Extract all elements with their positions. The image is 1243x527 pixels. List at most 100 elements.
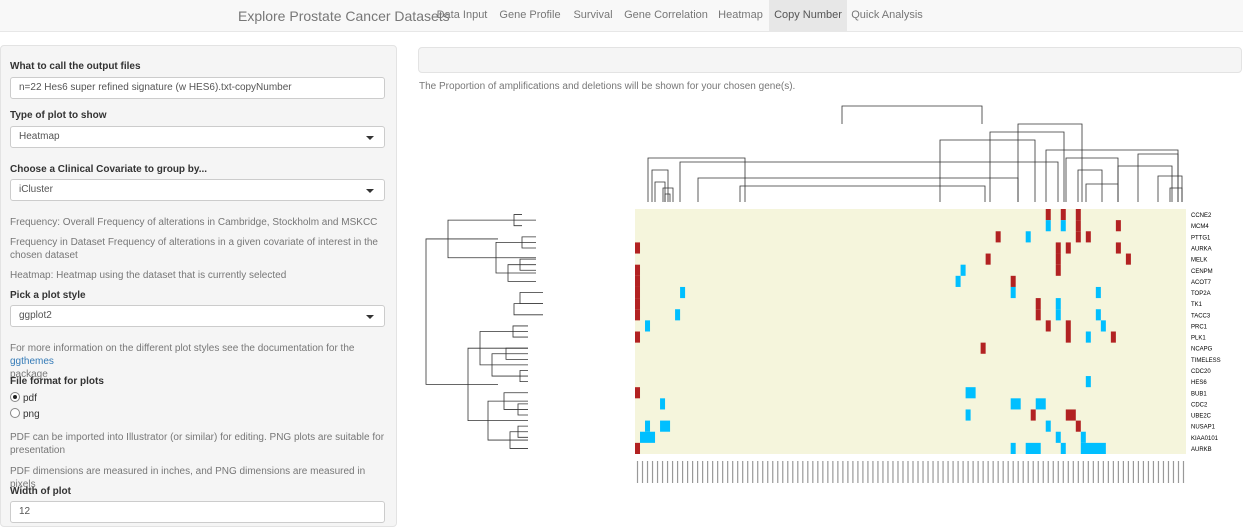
- deletion-cell: [955, 275, 961, 287]
- plot-description: The Proportion of amplifications and del…: [419, 81, 796, 92]
- amplification-cell: [1085, 231, 1091, 243]
- amplification-cell: [1045, 209, 1051, 221]
- deletion-cell: [1060, 220, 1066, 232]
- tab-survival[interactable]: Survival: [573, 9, 613, 21]
- gene-label: PRC1: [1191, 324, 1208, 330]
- column-dendrogram-root: [841, 105, 983, 124]
- deletion-cell: [1085, 376, 1091, 388]
- file-format-label: File format for plots: [10, 376, 104, 387]
- tab-gene-correlation[interactable]: Gene Correlation: [624, 9, 708, 21]
- heatmap-background: [635, 209, 1186, 454]
- gene-label: KIAA0101: [1191, 436, 1219, 442]
- amplification-cell: [635, 286, 641, 299]
- plot-width-label: Width of plot: [10, 486, 71, 497]
- deletion-cell: [1095, 286, 1101, 299]
- deletion-cell: [640, 431, 656, 443]
- covariate-select[interactable]: iCluster: [10, 179, 385, 201]
- gene-label: PTTG1: [1191, 235, 1211, 241]
- column-dendrogram-branch: [697, 177, 1019, 202]
- column-dendrogram-branch: [651, 169, 669, 202]
- plot-style-value: ggplot2: [19, 310, 52, 321]
- amplification-cell: [995, 231, 1001, 243]
- deletion-cell: [1055, 309, 1061, 321]
- amplification-cell: [1010, 275, 1016, 287]
- app-brand[interactable]: Explore Prostate Cancer Datasets: [238, 8, 450, 24]
- amplification-cell: [1065, 242, 1071, 254]
- tab-copy-number[interactable]: Copy Number: [769, 0, 847, 31]
- deletion-cell: [1100, 320, 1106, 332]
- gene-label: CDC20: [1191, 369, 1211, 375]
- plot-type-label: Type of plot to show: [10, 110, 107, 121]
- copy-number-heatmap: CCNE2MCM4PTTG1AURKAMELKCENPMACOT7TOP2ATK…: [425, 105, 1221, 483]
- gene-label: AURKB: [1191, 447, 1212, 453]
- gene-label: UBE2C: [1191, 414, 1212, 420]
- radio-icon[interactable]: [10, 408, 20, 418]
- deletion-cell: [1080, 442, 1106, 454]
- help-heatmap: Heatmap: Heatmap using the dataset that …: [10, 270, 287, 281]
- gene-label: MELK: [1191, 258, 1207, 264]
- amplification-cell: [1075, 420, 1081, 432]
- plot-type-select[interactable]: Heatmap: [10, 126, 385, 148]
- amplification-cell: [1115, 242, 1121, 254]
- deletion-cell: [1010, 398, 1021, 410]
- output-name-input[interactable]: n=22 Hes6 super refined signature (w HES…: [10, 77, 385, 99]
- amplification-cell: [635, 331, 641, 343]
- column-dendrogram-branch: [1117, 165, 1173, 202]
- dimensions-help: PDF dimensions are measured in inches, a…: [10, 466, 366, 490]
- column-dendrogram-branch: [664, 193, 671, 202]
- tab-gene-profile[interactable]: Gene Profile: [499, 9, 561, 21]
- amplification-cell: [1035, 298, 1041, 310]
- format-option-label: pdf: [23, 393, 37, 404]
- deletion-cell: [1080, 431, 1086, 443]
- amplification-cell: [985, 253, 991, 265]
- amplification-cell: [1115, 220, 1121, 232]
- amplification-cell: [635, 309, 641, 321]
- tab-heatmap[interactable]: Heatmap: [718, 9, 763, 21]
- amplification-cell: [1075, 231, 1081, 243]
- plot-width-input[interactable]: 12: [10, 501, 385, 523]
- gene-label: CDC2: [1191, 402, 1208, 408]
- tab-quick-analysis[interactable]: Quick Analysis: [851, 9, 923, 21]
- row-dendrogram-branch: [425, 238, 498, 385]
- amplification-cell: [635, 242, 641, 254]
- radio-selected-icon[interactable]: [10, 392, 20, 402]
- deletion-cell: [675, 309, 681, 321]
- column-dendrogram-branch: [1169, 187, 1183, 202]
- file-format-help: PDF can be imported into Illustrator (or…: [10, 432, 385, 456]
- amplification-cell: [1055, 264, 1061, 276]
- amplification-cell: [1125, 253, 1131, 265]
- column-dendrogram-branch: [1065, 157, 1119, 202]
- amplification-cell: [1060, 209, 1066, 221]
- deletion-cell: [1055, 431, 1061, 443]
- deletion-cell: [1045, 220, 1051, 232]
- gene-label: BUB1: [1191, 391, 1207, 397]
- deletion-cell: [1085, 331, 1091, 343]
- deletion-cell: [1060, 442, 1066, 454]
- deletion-cell: [660, 420, 671, 432]
- amplification-cell: [635, 298, 641, 310]
- output-status-box: [418, 47, 1242, 73]
- gene-label: MCM4: [1191, 224, 1209, 230]
- amplification-cell: [980, 342, 986, 354]
- amplification-cell: [1055, 242, 1061, 254]
- deletion-cell: [965, 387, 976, 399]
- chevron-down-icon: [366, 136, 374, 140]
- format-option-png[interactable]: png: [10, 408, 40, 420]
- gene-label: AURKA: [1191, 246, 1212, 252]
- gene-label: TACC3: [1191, 313, 1211, 319]
- gene-label: ACOT7: [1191, 280, 1212, 286]
- amplification-cell: [1045, 320, 1051, 332]
- ggthemes-link[interactable]: ggthemes: [10, 356, 54, 367]
- format-option-pdf[interactable]: pdf: [10, 392, 37, 404]
- plot-style-select[interactable]: ggplot2: [10, 305, 385, 327]
- deletion-cell: [1025, 231, 1031, 243]
- amplification-cell: [1075, 209, 1081, 221]
- amplification-cell: [1065, 409, 1076, 421]
- deletion-cell: [660, 398, 666, 410]
- deletion-cell: [1095, 309, 1101, 321]
- column-dendrogram-branch: [679, 161, 1059, 202]
- tab-data-input[interactable]: Data Input: [436, 9, 488, 21]
- deletion-cell: [680, 286, 686, 299]
- column-dendrogram-branch: [647, 157, 746, 202]
- amplification-cell: [635, 264, 641, 276]
